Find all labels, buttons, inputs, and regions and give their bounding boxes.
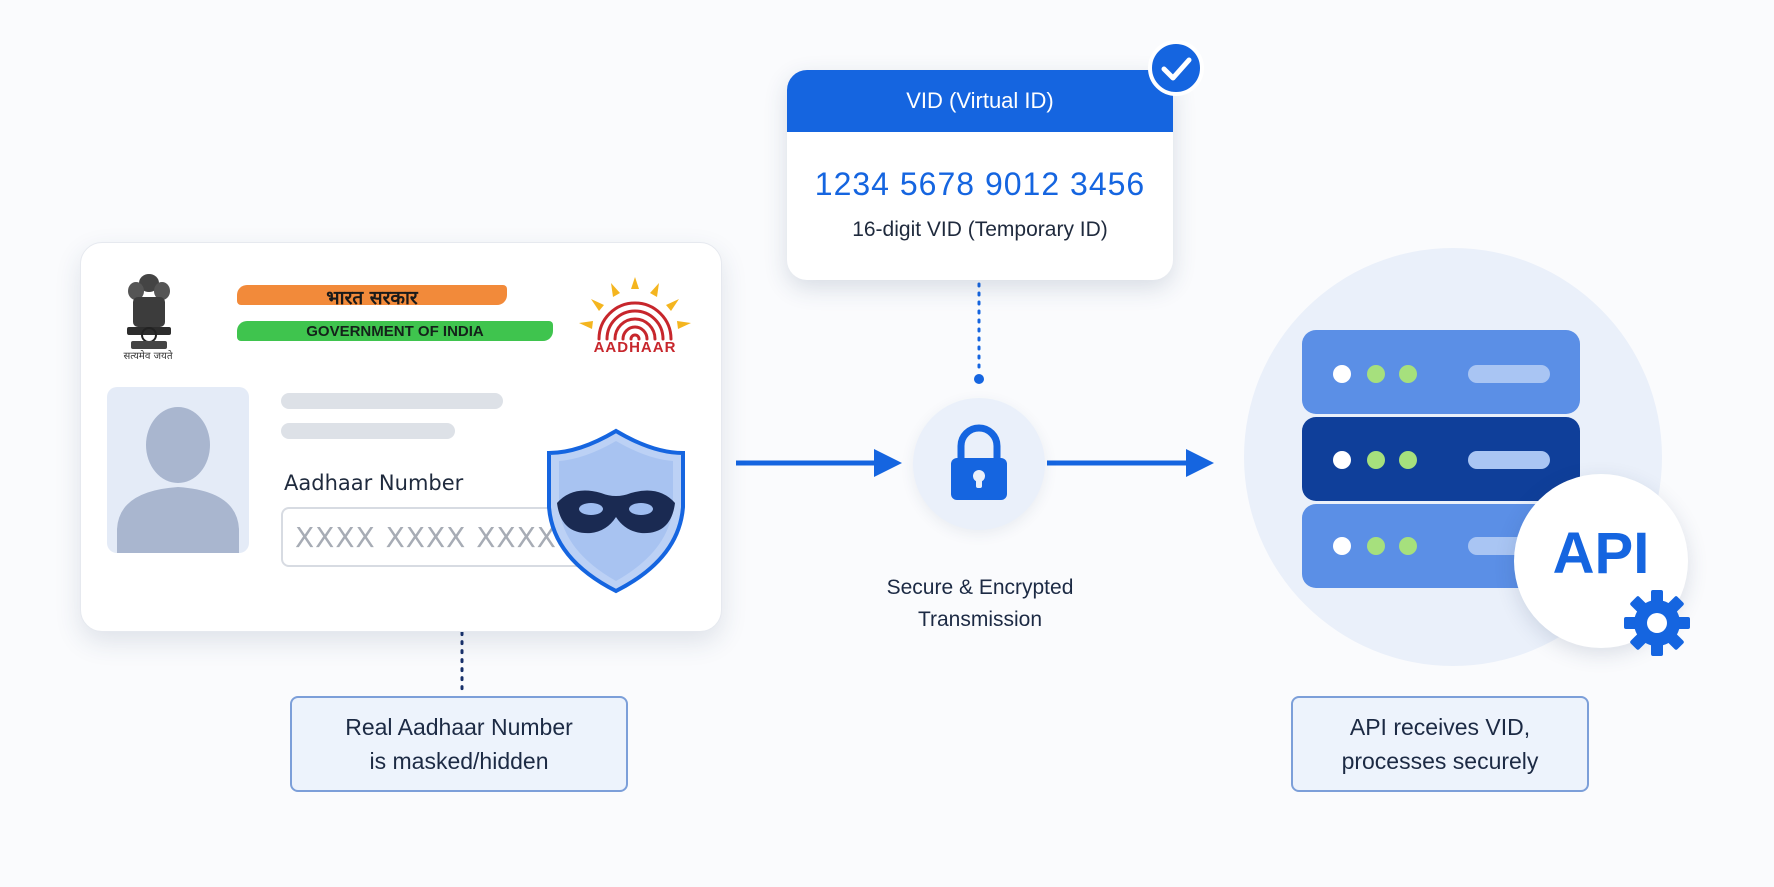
aadhaar-logo-text: AADHAAR <box>593 339 677 356</box>
transmission-line1: Secure & Encrypted <box>886 576 1074 599</box>
arrow-lock-to-server <box>1047 449 1214 477</box>
callout-api-line2: processes securely <box>1341 748 1539 774</box>
emblem-motto: सत्यमेव जयते <box>123 351 173 362</box>
server-unit-top <box>1302 330 1580 414</box>
vid-number: 1234 5678 9012 3456 <box>814 166 1146 202</box>
callout-api-line1: API receives VID, <box>1349 714 1531 740</box>
ashoka-emblem-icon <box>127 274 171 349</box>
photo-placeholder <box>107 387 249 553</box>
aadhaar-fingerprint-logo <box>579 277 691 341</box>
callout-api: API receives VID, processes securely <box>1291 696 1589 792</box>
connector-dot <box>974 374 984 384</box>
vid-title: VID (Virtual ID) <box>787 70 1173 132</box>
lock-icon <box>951 424 1007 500</box>
arrow-card-to-lock <box>736 449 902 477</box>
server-unit-middle <box>1302 417 1580 501</box>
callout-masked-line2: is masked/hidden <box>369 748 549 774</box>
text-placeholder-line <box>281 423 455 439</box>
api-label: API <box>1552 521 1650 586</box>
text-placeholder-line <box>281 393 503 409</box>
check-icon <box>1148 40 1204 96</box>
government-title: GOVERNMENT OF INDIA <box>306 323 484 340</box>
aadhaar-number-label: Aadhaar Number <box>284 471 464 495</box>
saffron-stripe <box>237 285 507 305</box>
lock-badge <box>913 398 1045 530</box>
callout-masked-line1: Real Aadhaar Number <box>345 714 573 740</box>
callout-masked: Real Aadhaar Number is masked/hidden <box>290 696 628 792</box>
aadhaar-number-value: XXXX XXXX XXXX <box>295 521 557 554</box>
transmission-caption: Secure & Encrypted Transmission <box>840 572 1120 636</box>
vid-subtitle: 16-digit VID (Temporary ID) <box>852 218 1108 241</box>
gear-icon <box>1624 590 1690 656</box>
mask-shield-icon <box>547 428 685 594</box>
aadhaar-number-field: XXXX XXXX XXXX <box>281 507 601 567</box>
hindi-title: भारत सरकार <box>326 287 418 309</box>
server-stack-icon <box>1302 330 1580 588</box>
person-silhouette-icon <box>117 407 239 553</box>
green-stripe <box>237 321 553 341</box>
transmission-line2: Transmission <box>917 608 1043 631</box>
vid-card: VID (Virtual ID) 1234 5678 9012 3456 16-… <box>787 70 1173 280</box>
aadhaar-card: सत्यमेव जयते भारत सरकार GOVERNMENT OF IN… <box>80 242 722 632</box>
